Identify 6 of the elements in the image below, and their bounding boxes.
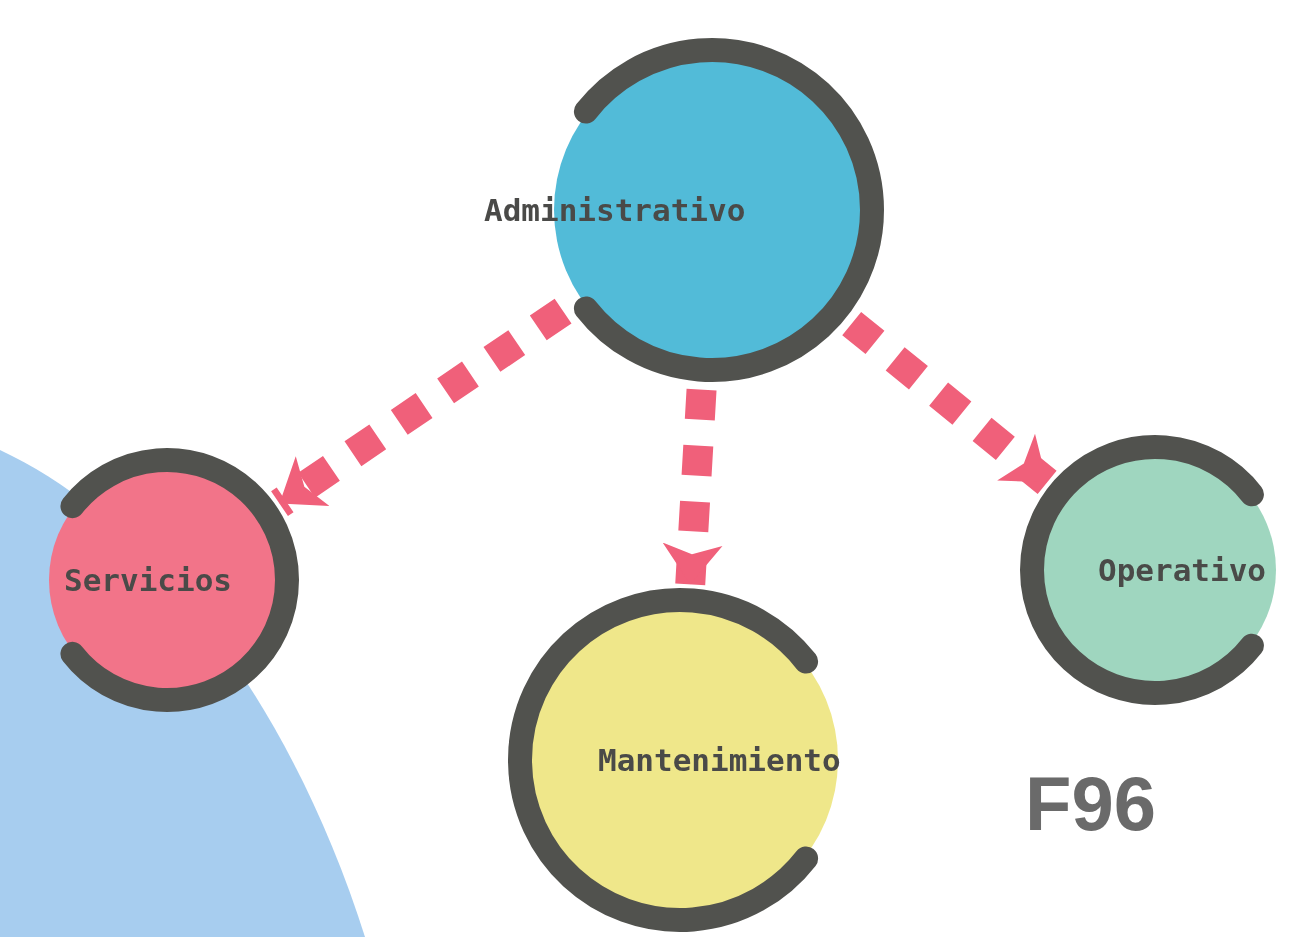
arrow [662, 388, 723, 586]
node-label: Servicios [64, 562, 232, 598]
arrow [271, 298, 572, 516]
node-label: Operativo [1098, 552, 1266, 588]
figure-number: F96 [1025, 761, 1156, 846]
arrow [842, 311, 1057, 494]
